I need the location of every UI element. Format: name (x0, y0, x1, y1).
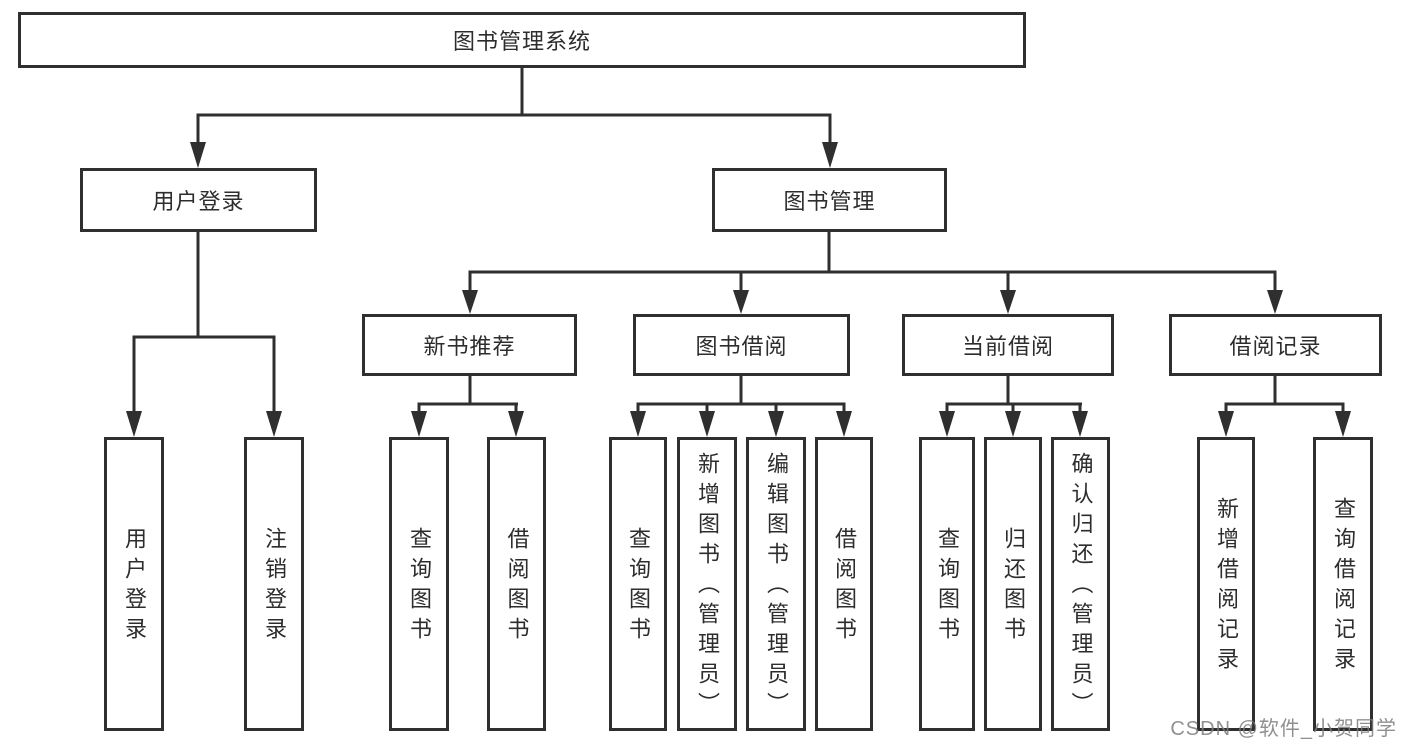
leaf-borrow-books-recommend: 借阅图书 (487, 437, 546, 731)
leaf-confirm-return-admin: 确认归还（管理员） (1051, 437, 1110, 731)
leaf-edit-books-admin: 编辑图书（管理员） (746, 437, 806, 731)
csdn-watermark: CSDN @软件_小贺同学 (1170, 718, 1397, 740)
leaf-user-login: 用户登录 (104, 437, 164, 731)
node-root-system: 图书管理系统 (18, 12, 1026, 68)
leaf-return-books: 归还图书 (984, 437, 1042, 731)
leaf-add-books-admin: 新增图书（管理员） (677, 437, 737, 731)
leaf-add-borrow-record: 新增借阅记录 (1197, 437, 1255, 731)
leaf-borrow-books: 借阅图书 (815, 437, 873, 731)
node-borrow-records: 借阅记录 (1169, 314, 1382, 376)
leaf-query-books-current: 查询图书 (919, 437, 975, 731)
leaf-logout: 注销登录 (244, 437, 304, 731)
leaf-query-books-recommend: 查询图书 (389, 437, 449, 731)
node-book-borrow: 图书借阅 (633, 314, 850, 376)
leaf-query-borrow-record: 查询借阅记录 (1313, 437, 1373, 731)
leaf-query-books-borrow: 查询图书 (609, 437, 667, 731)
node-current-borrow: 当前借阅 (902, 314, 1114, 376)
node-new-book-recommend: 新书推荐 (362, 314, 577, 376)
node-user-login: 用户登录 (80, 168, 317, 232)
node-book-management: 图书管理 (712, 168, 947, 232)
